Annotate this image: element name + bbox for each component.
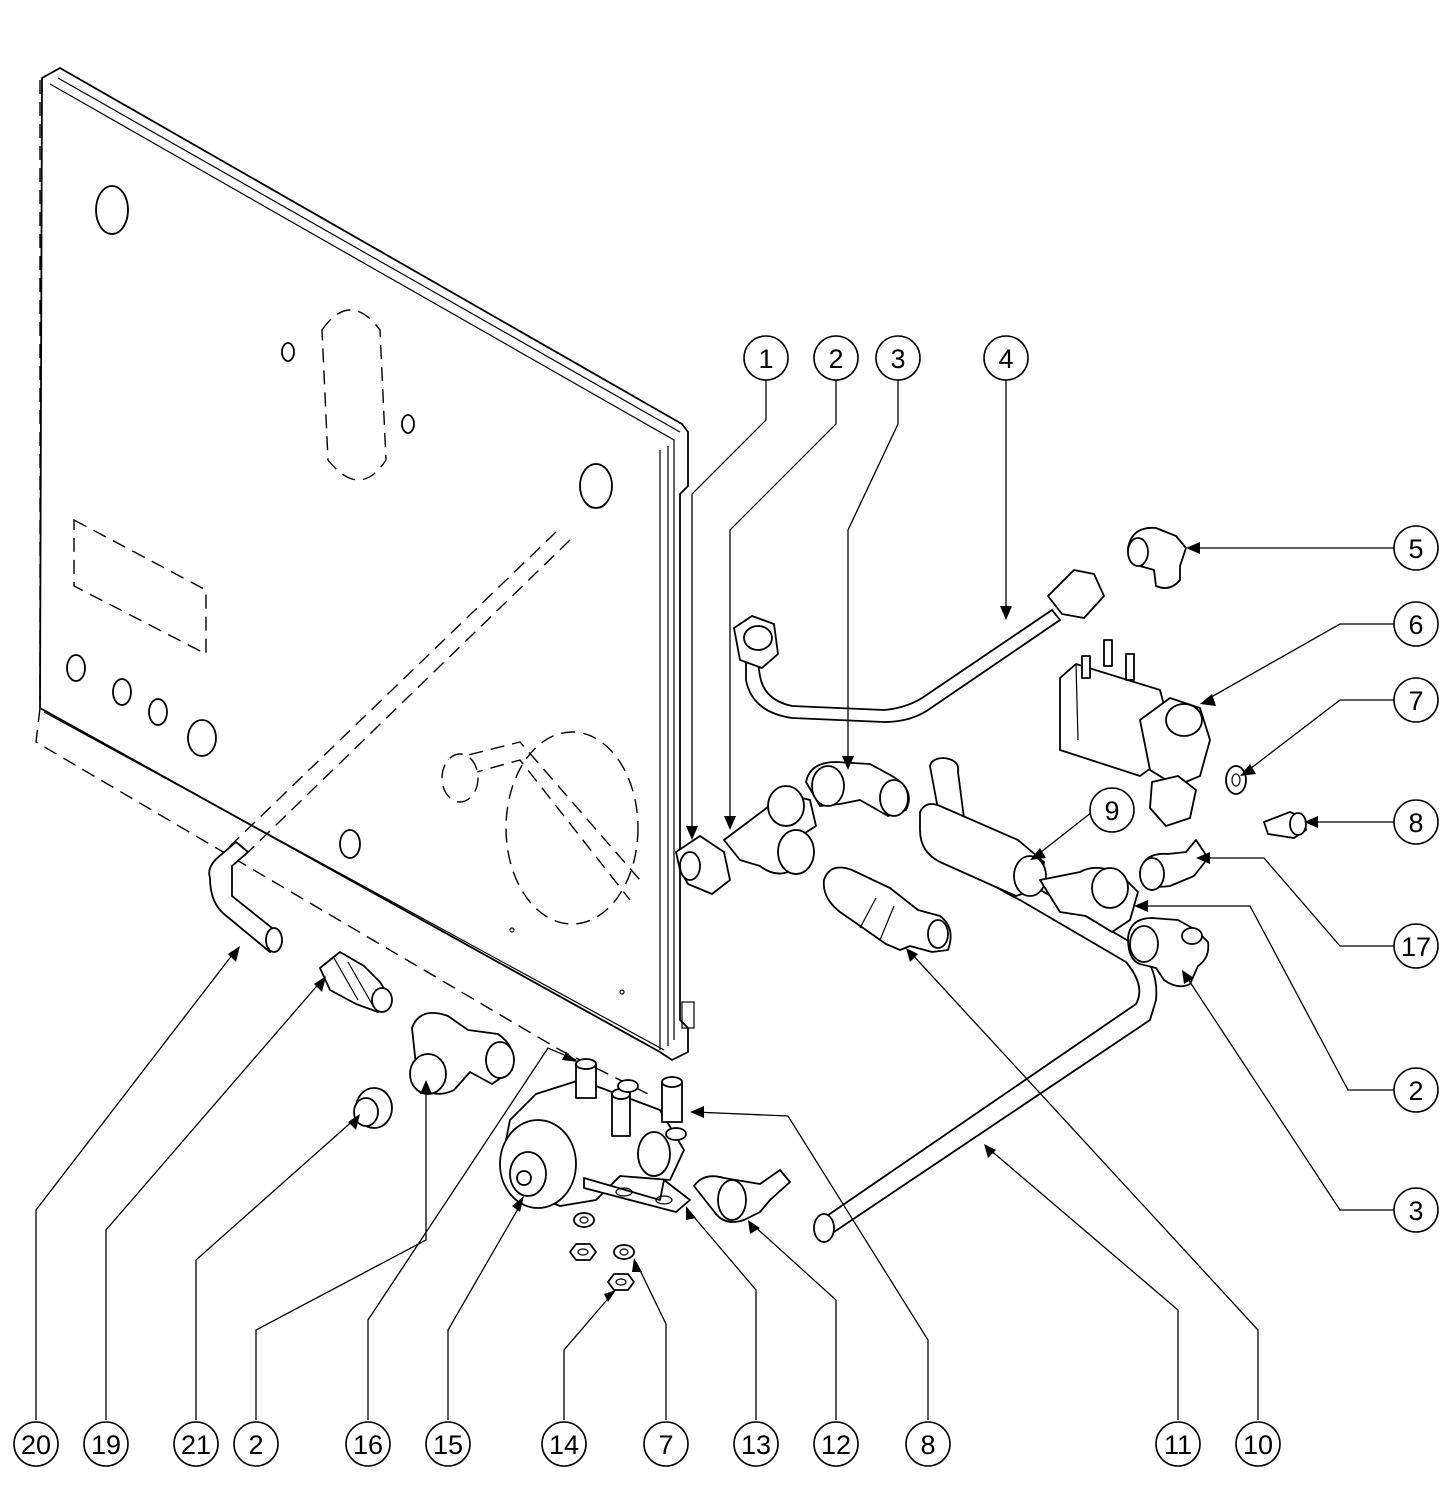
balloon-9-mid: 9 <box>1089 787 1135 833</box>
back-panel <box>35 67 695 1095</box>
part-5-elbow <box>1127 526 1187 589</box>
balloon-21-bottom: 21 <box>173 1421 219 1467</box>
part-10-inline-fitting <box>822 866 952 953</box>
part-8-screw-right <box>1263 811 1307 839</box>
nuts-and-washers <box>569 1212 635 1291</box>
balloon-label: 2 <box>828 344 843 374</box>
balloon-label: 3 <box>1408 1196 1423 1226</box>
balloon-label: 12 <box>821 1430 851 1460</box>
balloon-16-bottom: 16 <box>345 1421 391 1467</box>
balloon-label: 10 <box>1243 1430 1273 1460</box>
balloon-label: 7 <box>658 1430 673 1460</box>
fittings-upper-middle <box>675 761 910 895</box>
balloon-2-right: 2 <box>1393 1067 1439 1113</box>
balloon-label: 5 <box>1408 534 1423 564</box>
balloon-label: 3 <box>890 344 905 374</box>
balloon-label: 20 <box>21 1430 51 1460</box>
leader-lines <box>35 380 1394 1420</box>
balloon-label: 14 <box>549 1430 579 1460</box>
balloon-12-bottom: 12 <box>813 1421 859 1467</box>
balloon-label: 8 <box>1408 808 1423 838</box>
balloon-13-bottom: 13 <box>733 1421 779 1467</box>
balloon-11-bottom: 11 <box>1155 1421 1201 1467</box>
balloon-20-bottom: 20 <box>13 1421 59 1467</box>
balloon-label: 13 <box>741 1430 771 1460</box>
part-19-connector <box>319 951 393 1013</box>
balloon-label: 2 <box>1408 1076 1423 1106</box>
balloon-3-right: 3 <box>1393 1187 1439 1233</box>
balloon-7-bottom: 7 <box>643 1421 689 1467</box>
balloon-19-bottom: 19 <box>83 1421 129 1467</box>
balloon-6-right: 6 <box>1393 601 1439 647</box>
balloon-3-top: 3 <box>875 335 921 381</box>
balloon-label: 8 <box>920 1430 935 1460</box>
balloon-8-right: 8 <box>1393 799 1439 845</box>
balloon-5-right: 5 <box>1393 525 1439 571</box>
balloon-10-bottom: 10 <box>1235 1421 1281 1467</box>
balloon-label: 16 <box>353 1430 383 1460</box>
balloon-14-bottom: 14 <box>541 1421 587 1467</box>
balloon-2-bottom: 2 <box>233 1421 279 1467</box>
balloon-label: 7 <box>1408 686 1423 716</box>
balloon-label: 9 <box>1104 796 1119 826</box>
balloon-label: 6 <box>1408 610 1423 640</box>
tube-and-fittings-right <box>813 757 1210 1243</box>
balloon-label: 17 <box>1401 932 1431 962</box>
balloon-2-top: 2 <box>813 335 859 381</box>
valve-assembly-lower <box>499 1058 691 1213</box>
balloon-15-bottom: 15 <box>425 1421 471 1467</box>
part-7-washer-right <box>1225 765 1247 795</box>
balloon-4-top: 4 <box>983 335 1029 381</box>
part-20-bent-tube <box>208 841 283 953</box>
hidden-tube-behind-panel <box>227 531 641 901</box>
balloon-17-right: 17 <box>1393 923 1439 969</box>
balloon-label: 2 <box>248 1430 263 1460</box>
balloon-8-bottom: 8 <box>905 1421 951 1467</box>
balloon-label: 1 <box>758 344 773 374</box>
part-17-elbow <box>1139 839 1209 891</box>
balloon-1-top: 1 <box>743 335 789 381</box>
part-4-pipe <box>733 569 1105 723</box>
balloon-label: 11 <box>1164 1430 1192 1460</box>
balloon-label: 15 <box>433 1430 463 1460</box>
balloon-label: 19 <box>91 1430 121 1460</box>
balloon-7-right: 7 <box>1393 677 1439 723</box>
balloon-label: 21 <box>181 1430 211 1460</box>
part-21-grommet <box>353 1087 393 1129</box>
balloon-label: 4 <box>998 344 1013 374</box>
part-12-elbow-barb <box>693 1169 791 1223</box>
part-2-tee-lower <box>409 1012 515 1095</box>
part-6-solenoid-valve <box>1059 639 1211 827</box>
arrowheads <box>228 542 1318 1302</box>
